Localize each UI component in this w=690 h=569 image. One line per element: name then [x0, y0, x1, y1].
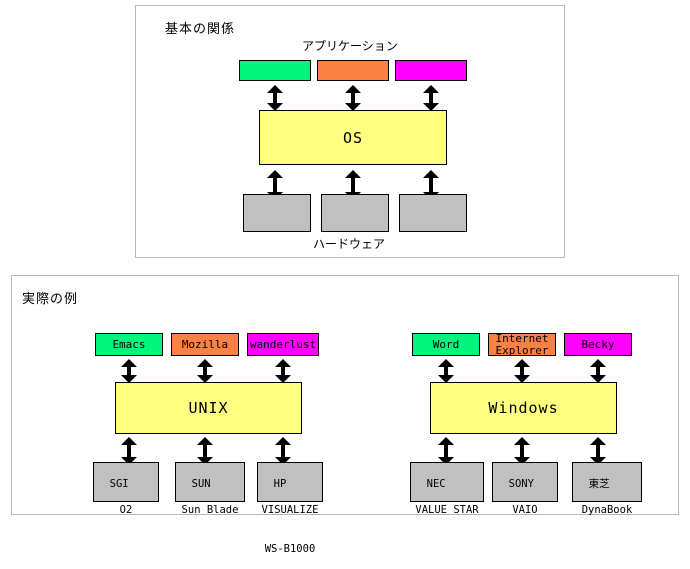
unix-hw-hp-line2: VISUALIZE: [261, 504, 319, 516]
windows-hw-toshiba-line2: DynaBook: [581, 504, 633, 516]
arrow-unix-sgi: [121, 437, 137, 465]
arrow-windows-nec: [438, 437, 454, 465]
arrow-unix-hp: [275, 437, 291, 465]
windows-os-box[interactable]: Windows: [430, 382, 617, 434]
unix-app-box-mozilla[interactable]: Mozilla: [171, 333, 239, 356]
arrow-wanderlust-unix: [275, 359, 291, 383]
windows-hw-sony-line2: VAIO: [512, 504, 538, 516]
windows-hw-sony-line1: SONY: [508, 478, 534, 490]
panel-title-basic: 基本の関係: [165, 22, 236, 37]
unix-hw-sgi-line1: SGI: [109, 478, 129, 490]
caption-hardware: ハードウェア: [313, 237, 386, 251]
windows-hw-box-toshiba[interactable]: 東芝 DynaBook: [572, 462, 642, 516]
arrow-windows-toshiba: [590, 437, 606, 465]
windows-hw-nec-line2: VALUE STAR: [415, 504, 479, 516]
arrow-unix-sun: [197, 437, 213, 465]
windows-hw-toshiba-line1: 東芝: [588, 478, 610, 490]
unix-hw-sun-line1: SUN: [191, 478, 211, 490]
unix-hw-box-sun[interactable]: SUN Sun Blade: [175, 462, 245, 516]
arrow-mozilla-unix: [197, 359, 213, 383]
windows-app-box-becky[interactable]: Becky: [564, 333, 632, 356]
arrow-app1-os: [267, 85, 283, 111]
panel-title-actual: 実際の例: [22, 292, 79, 307]
basic-hw-box-3[interactable]: [399, 194, 467, 232]
basic-app-box-1[interactable]: [239, 60, 311, 81]
basic-hw-box-1[interactable]: [243, 194, 311, 232]
basic-app-box-3[interactable]: [395, 60, 467, 81]
arrow-ie-windows: [514, 359, 530, 383]
unix-app-box-wanderlust[interactable]: wanderlust: [247, 333, 319, 356]
arrow-app3-os: [423, 85, 439, 111]
windows-hw-box-nec[interactable]: NEC VALUE STAR: [410, 462, 484, 516]
windows-hw-box-sony[interactable]: SONY VAIO: [492, 462, 558, 516]
unix-hw-sun-line2: Sun Blade: [181, 504, 239, 516]
basic-os-box[interactable]: OS: [259, 110, 447, 165]
arrow-windows-sony: [514, 437, 530, 465]
windows-app-box-word[interactable]: Word: [412, 333, 480, 356]
arrow-app2-os: [345, 85, 361, 111]
caption-application: アプリケーション: [302, 39, 398, 53]
unix-hw-sgi-line2: O2: [119, 504, 133, 516]
unix-hw-box-sgi[interactable]: SGI O2: [93, 462, 159, 516]
basic-hw-box-2[interactable]: [321, 194, 389, 232]
unix-app-box-emacs[interactable]: Emacs: [95, 333, 163, 356]
arrow-emacs-unix: [121, 359, 137, 383]
windows-hw-nec-line1: NEC: [426, 478, 446, 490]
unix-os-box[interactable]: UNIX: [115, 382, 302, 434]
windows-app-box-internet-explorer[interactable]: Internet Explorer: [488, 332, 556, 356]
unix-hw-hp-line1: HP: [273, 478, 287, 490]
basic-app-box-2[interactable]: [317, 60, 389, 81]
arrow-word-windows: [438, 359, 454, 383]
arrow-becky-windows: [590, 359, 606, 383]
unix-hw-box-hp[interactable]: HP VISUALIZE WS-B1000: [257, 462, 323, 555]
unix-hw-hp-line3: WS-B1000: [264, 543, 316, 555]
